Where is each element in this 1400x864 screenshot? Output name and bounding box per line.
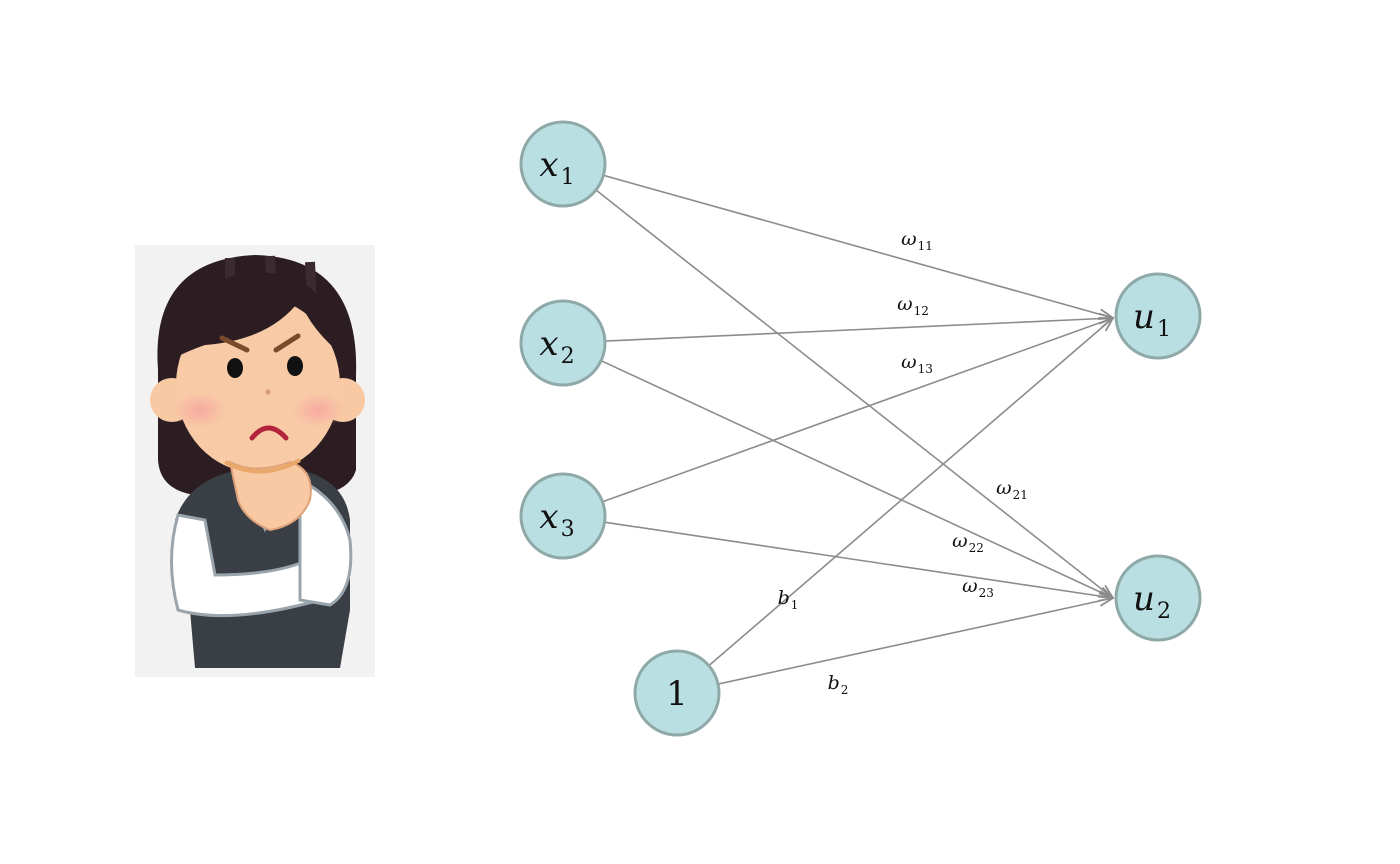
edge-x3-u1	[602, 318, 1113, 503]
node-label-u2: u2	[1133, 579, 1171, 624]
node-label-x3: x3	[539, 497, 574, 542]
edge-label-x2-u2: ω22	[952, 530, 984, 555]
node-circle-x1	[519, 120, 607, 208]
node-circle-x2	[519, 299, 607, 387]
node-u2: u2	[1114, 554, 1202, 642]
node-x1: x1	[519, 120, 607, 208]
edge-label-x3-u2: ω23	[962, 575, 994, 600]
node-label-x2: x2	[539, 324, 574, 369]
node-x3: x3	[519, 472, 607, 560]
node-label-bias: 1	[666, 674, 688, 714]
node-label-symbol: u	[1133, 579, 1155, 619]
edge-label-bias-u1: b1	[778, 587, 799, 612]
node-bias: 1	[633, 649, 721, 737]
edge-label-x1-u1: ω11	[901, 228, 933, 253]
node-label-symbol: 1	[666, 674, 688, 714]
edges-layer	[595, 174, 1113, 685]
edge-label-symbol: ω	[901, 228, 917, 250]
node-label-symbol: x	[539, 145, 558, 185]
node-u1: u1	[1114, 272, 1202, 360]
edge-label-symbol: ω	[952, 530, 968, 552]
edge-label-subscript: 11	[918, 239, 933, 253]
node-label-symbol: x	[539, 324, 558, 364]
thinking-woman-icon	[135, 245, 375, 677]
edge-label-symbol: b	[778, 587, 790, 609]
node-label-x1: x1	[539, 145, 574, 190]
edge-label-subscript: 23	[979, 586, 994, 600]
edge-label-x2-u1: ω12	[897, 293, 929, 318]
node-label-u1: u1	[1133, 297, 1171, 342]
edge-label-subscript: 21	[1013, 488, 1028, 502]
edge-x2-u1	[604, 318, 1113, 342]
node-label-subscript: 3	[561, 517, 575, 542]
edge-label-symbol: ω	[962, 575, 978, 597]
edge-label-subscript: 13	[918, 362, 933, 376]
edge-label-symbol: ω	[996, 477, 1012, 499]
node-circle-u1	[1114, 272, 1202, 360]
node-label-subscript: 2	[561, 344, 575, 369]
edge-label-symbol: b	[828, 672, 840, 694]
node-circle-u2	[1114, 554, 1202, 642]
node-x2: x2	[519, 299, 607, 387]
node-label-subscript: 1	[1157, 317, 1171, 342]
node-circle-x3	[519, 472, 607, 560]
edge-bias-u1	[708, 318, 1113, 667]
node-label-symbol: x	[539, 497, 558, 537]
edge-label-bias-u2: b2	[828, 672, 849, 697]
node-label-symbol: u	[1133, 297, 1155, 337]
edge-x1-u1	[603, 174, 1113, 318]
edge-label-subscript: 2	[841, 683, 849, 697]
edge-label-x3-u1: ω13	[901, 351, 933, 376]
edge-label-symbol: ω	[897, 293, 913, 315]
edge-label-subscript: 1	[791, 598, 799, 612]
edge-x2-u2	[600, 359, 1113, 598]
edge-bias-u2	[717, 598, 1113, 685]
edge-label-subscript: 12	[914, 304, 929, 318]
edge-x3-u2	[604, 521, 1113, 598]
node-label-subscript: 1	[561, 165, 575, 190]
edge-x1-u2	[595, 189, 1113, 598]
node-circle-bias	[633, 649, 721, 737]
edge-label-subscript: 22	[969, 541, 984, 555]
edge-label-x1-u2: ω21	[996, 477, 1028, 502]
node-label-subscript: 2	[1157, 599, 1171, 624]
edge-label-symbol: ω	[901, 351, 917, 373]
